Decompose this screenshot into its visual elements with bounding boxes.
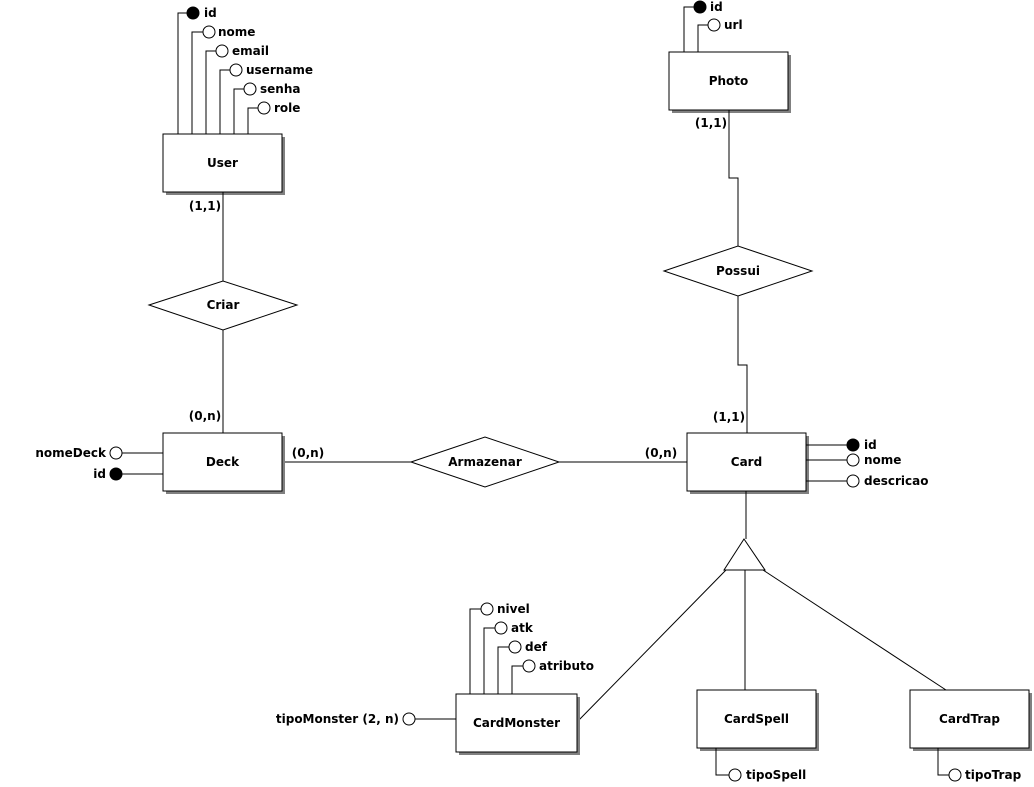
attribute-icon bbox=[522, 659, 536, 673]
edge-spec-cardmonster bbox=[576, 569, 727, 723]
attribute-icon bbox=[215, 44, 229, 58]
attribute-label: username bbox=[246, 63, 313, 77]
attribute-label: tipoTrap bbox=[965, 768, 1022, 782]
attribute-label: nomeDeck bbox=[35, 446, 107, 460]
entity-user-label: User bbox=[207, 156, 238, 170]
attribute-label: tipoMonster (2, n) bbox=[276, 712, 399, 726]
cardinality-label: (0,n) bbox=[292, 446, 324, 460]
attribute-label: url bbox=[724, 18, 743, 32]
attribute-icon bbox=[707, 18, 721, 32]
attribute-label: email bbox=[232, 44, 269, 58]
key-attribute-icon bbox=[109, 467, 123, 481]
attribute-icon bbox=[243, 82, 257, 96]
key-attribute-icon bbox=[846, 438, 860, 452]
attribute-icon bbox=[728, 768, 742, 782]
entity-photo[interactable]: Photo bbox=[668, 51, 791, 113]
attribute-icon bbox=[202, 25, 216, 39]
deck-attributes: nomeDeck id bbox=[35, 446, 163, 481]
attribute-icon bbox=[229, 63, 243, 77]
entity-cardtrap[interactable]: CardTrap bbox=[909, 689, 1032, 751]
attribute-icon bbox=[846, 453, 860, 467]
attribute-label: id bbox=[710, 0, 723, 14]
relationship-possui[interactable]: Possui bbox=[662, 245, 814, 297]
attribute-label: tipoSpell bbox=[746, 768, 806, 782]
attribute-label: nivel bbox=[497, 602, 530, 616]
attribute-label: id bbox=[204, 6, 217, 20]
attribute-label: nome bbox=[864, 453, 901, 467]
relationship-possui-label: Possui bbox=[716, 264, 760, 278]
entity-cardspell[interactable]: CardSpell bbox=[696, 689, 819, 751]
attribute-icon bbox=[846, 474, 860, 488]
cardinality-label: (1,1) bbox=[695, 116, 727, 130]
attribute-label: role bbox=[274, 101, 300, 115]
attribute-label: descricao bbox=[864, 474, 928, 488]
entity-cardmonster[interactable]: CardMonster bbox=[455, 693, 580, 755]
edge-spec-cardtrap bbox=[762, 569, 947, 691]
entity-cardmonster-label: CardMonster bbox=[473, 716, 560, 730]
attribute-icon bbox=[948, 768, 962, 782]
user-attributes: id nome email username senha role bbox=[177, 6, 313, 134]
key-attribute-icon bbox=[693, 0, 707, 14]
cardspell-attributes: tipoSpell bbox=[715, 748, 806, 782]
relationship-criar-label: Criar bbox=[207, 298, 240, 312]
attribute-icon bbox=[480, 602, 494, 616]
attribute-label: id bbox=[864, 438, 877, 452]
photo-attributes: id url bbox=[683, 0, 743, 52]
relationship-criar[interactable]: Criar bbox=[147, 280, 299, 331]
cardinality-label: (0,n) bbox=[189, 409, 221, 423]
entity-user[interactable]: User bbox=[162, 133, 285, 195]
attribute-icon bbox=[109, 446, 123, 460]
cardmonster-attributes: nivel atk def atributo tipoMonster (2, n… bbox=[276, 602, 594, 726]
attribute-label: atributo bbox=[539, 659, 594, 673]
entity-deck-label: Deck bbox=[206, 455, 240, 469]
relationship-armazenar-label: Armazenar bbox=[448, 455, 522, 469]
entity-deck[interactable]: Deck bbox=[162, 432, 285, 494]
edge-possui-card bbox=[737, 296, 748, 433]
attribute-label: atk bbox=[511, 621, 534, 635]
cardtrap-attributes: tipoTrap bbox=[937, 748, 1022, 782]
attribute-icon bbox=[257, 101, 271, 115]
attribute-icon bbox=[508, 640, 522, 654]
entity-card-label: Card bbox=[731, 455, 762, 469]
cardinality-label: (1,1) bbox=[713, 410, 745, 424]
entity-photo-label: Photo bbox=[709, 74, 749, 88]
key-attribute-icon bbox=[186, 6, 200, 20]
entity-cardtrap-label: CardTrap bbox=[939, 712, 1000, 726]
attribute-label: id bbox=[93, 467, 106, 481]
specialization-triangle-icon bbox=[723, 538, 766, 571]
attribute-label: nome bbox=[218, 25, 255, 39]
attribute-icon bbox=[494, 621, 508, 635]
card-attributes: id nome descricao bbox=[806, 438, 928, 488]
edge-photo-possui bbox=[728, 110, 739, 246]
attribute-icon bbox=[402, 712, 416, 726]
attribute-label: def bbox=[525, 640, 548, 654]
attribute-label: senha bbox=[260, 82, 300, 96]
cardinality-label: (0,n) bbox=[645, 446, 677, 460]
relationship-armazenar[interactable]: Armazenar bbox=[409, 436, 561, 488]
entity-card[interactable]: Card bbox=[686, 432, 809, 494]
cardinality-label: (1,1) bbox=[189, 199, 221, 213]
entity-cardspell-label: CardSpell bbox=[724, 712, 789, 726]
